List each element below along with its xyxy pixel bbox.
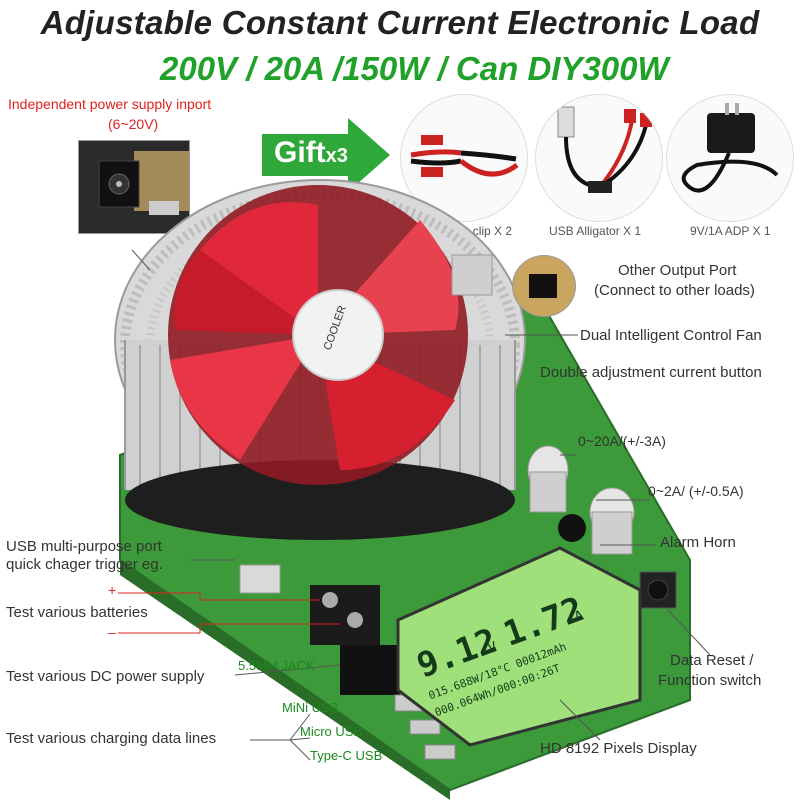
label-usb-port-note: quick chager trigger eg.	[6, 556, 163, 573]
label-typec-usb: Type-C USB	[310, 748, 383, 763]
gift-label-2: USB Alligator X 1	[549, 224, 642, 238]
label-other-output: Other Output Port	[618, 262, 737, 279]
page-title: Adjustable Constant Current Electronic L…	[40, 4, 760, 41]
power-input-label: Independent power supply inport	[8, 96, 212, 112]
gift-adapter	[666, 94, 794, 222]
label-data-lines: Test various charging data lines	[6, 730, 217, 747]
power-input-range: (6~20V)	[108, 116, 159, 132]
gift-label-3: 9V/1A ADP X 1	[690, 224, 771, 238]
output-port-photo	[512, 255, 576, 317]
label-fan: Dual Intelligent Control Fan	[580, 327, 762, 344]
label-dc-supply: Test various DC power supply	[6, 668, 205, 685]
label-micro-usb: Micro USB	[300, 724, 363, 739]
typec-port	[424, 744, 456, 760]
label-reset-function: Function switch	[658, 672, 762, 689]
usb-port	[239, 564, 281, 594]
spec-subtitle: 200V / 20A /150W / Can DIY300W	[160, 50, 669, 87]
power-jack-icon	[79, 141, 189, 233]
alligator-clip-cable-icon	[410, 135, 519, 177]
terminal-block	[310, 585, 380, 645]
lcd-readout: 9.12 V 1.72 A 015.688W/18°C 00012mAh 000…	[412, 589, 589, 719]
label-jack: 5.5MM JACK	[238, 658, 315, 673]
alarm-buzzer	[558, 514, 586, 542]
lcd-current: 1.72	[498, 589, 589, 655]
label-range-coarse: 0~20A/(+/-3A)	[578, 433, 666, 449]
label-batteries: Test various batteries	[6, 604, 148, 621]
label-double-adjust: Double adjustment current button	[540, 364, 762, 381]
power-adapter-icon	[681, 103, 779, 193]
lcd-display	[396, 546, 642, 747]
label-other-output-note: (Connect to other loads)	[594, 282, 755, 299]
label-display: HD 8192 Pixels Display	[540, 740, 697, 757]
label-reset: Data Reset /	[670, 652, 754, 669]
plus-marker: +	[108, 582, 117, 598]
output-port-icon	[529, 274, 557, 298]
gift-arrow: Giftx3	[262, 118, 390, 192]
label-range-fine: 0~2A/ (+/-0.5A)	[648, 483, 744, 499]
pcb-edge	[120, 560, 450, 800]
label-mini-usb: MiNi USB	[282, 700, 339, 715]
label-alarm: Alarm Horn	[660, 534, 736, 551]
power-jack-photo	[78, 140, 190, 234]
knob-fine	[589, 487, 635, 555]
minus-marker: –	[108, 624, 116, 640]
dc-jack	[340, 645, 400, 695]
knob-coarse	[527, 445, 569, 513]
gift-count: x3	[325, 145, 348, 167]
label-usb-port: USB multi-purpose port	[6, 538, 162, 555]
micro-usb-port	[409, 719, 441, 735]
gift-word: Gift	[274, 136, 326, 169]
cooling-fan	[168, 185, 468, 485]
